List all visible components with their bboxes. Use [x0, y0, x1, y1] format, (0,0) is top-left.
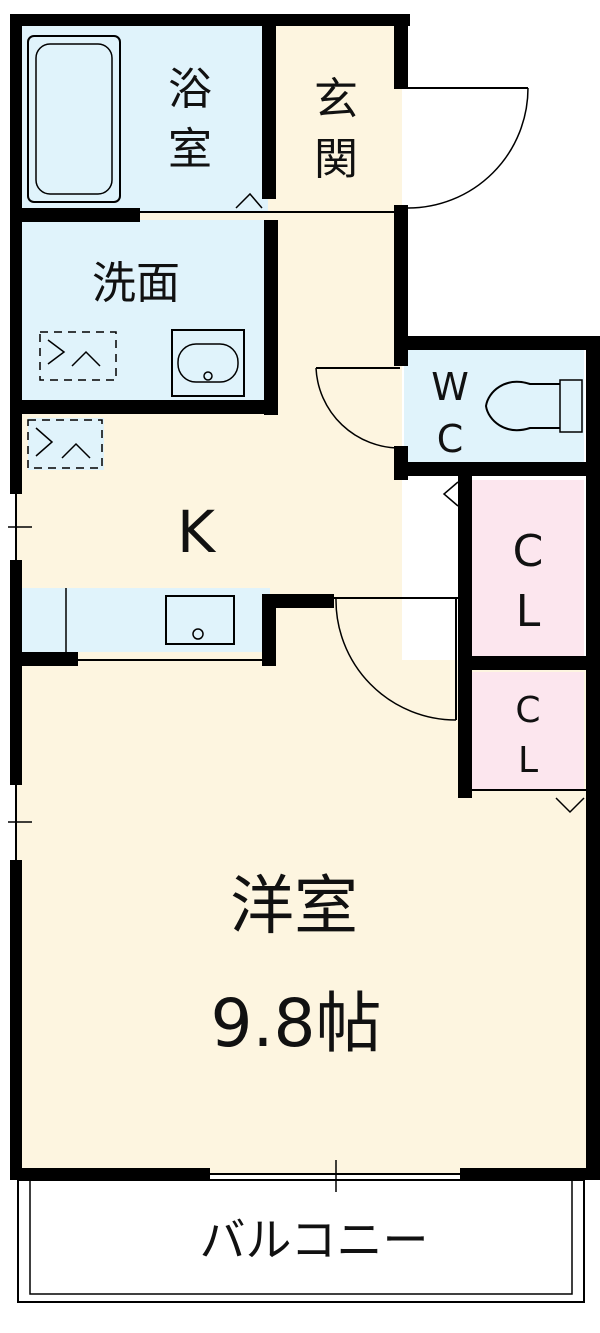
washroom-label: 洗面	[92, 258, 180, 309]
entrance-label-2: 関	[314, 134, 358, 185]
washbasin-bowl	[177, 343, 239, 383]
bath-label-1: 浴	[168, 64, 212, 115]
balcony-inner	[29, 1179, 573, 1295]
bath-floor	[20, 24, 268, 212]
closet-1-label-2: L	[516, 586, 541, 637]
kitchen-sink	[165, 595, 235, 645]
fridge-space-outline	[27, 419, 103, 469]
fridge-space-mark	[35, 427, 91, 459]
toilet-bowl	[484, 381, 560, 431]
washbasin	[171, 329, 245, 397]
entrance-door-swing	[407, 87, 529, 209]
closet-2-door-mark	[555, 797, 585, 814]
bathtub	[27, 35, 121, 203]
bath-label-2: 室	[168, 124, 212, 175]
wc-label-1: W	[431, 365, 469, 409]
kitchen-label: K	[177, 498, 217, 566]
western-room-label: 洋室	[230, 870, 358, 944]
window-marks	[8, 526, 337, 1192]
closet-door-mark	[442, 481, 459, 507]
balcony-outline	[17, 1179, 585, 1303]
fridge-space	[28, 418, 104, 470]
closet-2-label-1: C	[515, 690, 540, 731]
closet-1-label-1: C	[513, 526, 544, 577]
bath-door-mark	[235, 192, 263, 209]
toilet-tank	[559, 379, 583, 433]
entrance-label-1: 玄	[314, 74, 358, 125]
kitchen-drain	[192, 628, 204, 640]
washing-machine-space	[39, 331, 117, 381]
western-room-size: 9.8帖	[211, 985, 382, 1062]
closet-2-label-2: L	[518, 740, 538, 781]
toilet-floor	[404, 348, 584, 464]
balcony-label: バルコニー	[199, 1213, 428, 1267]
wc-door-swing	[315, 367, 401, 449]
bathtub-inner	[35, 43, 113, 195]
thin-lines	[15, 211, 586, 1175]
room-door-swing	[335, 597, 457, 721]
wc-label-2: C	[437, 417, 464, 461]
washroom-floor	[20, 220, 270, 406]
kitchen-counter	[20, 588, 270, 652]
walls	[10, 14, 600, 1180]
closet-2-floor	[472, 672, 584, 790]
washbasin-drain	[203, 371, 213, 381]
washing-machine-mark	[47, 339, 101, 367]
closet-1-floor	[472, 480, 584, 656]
